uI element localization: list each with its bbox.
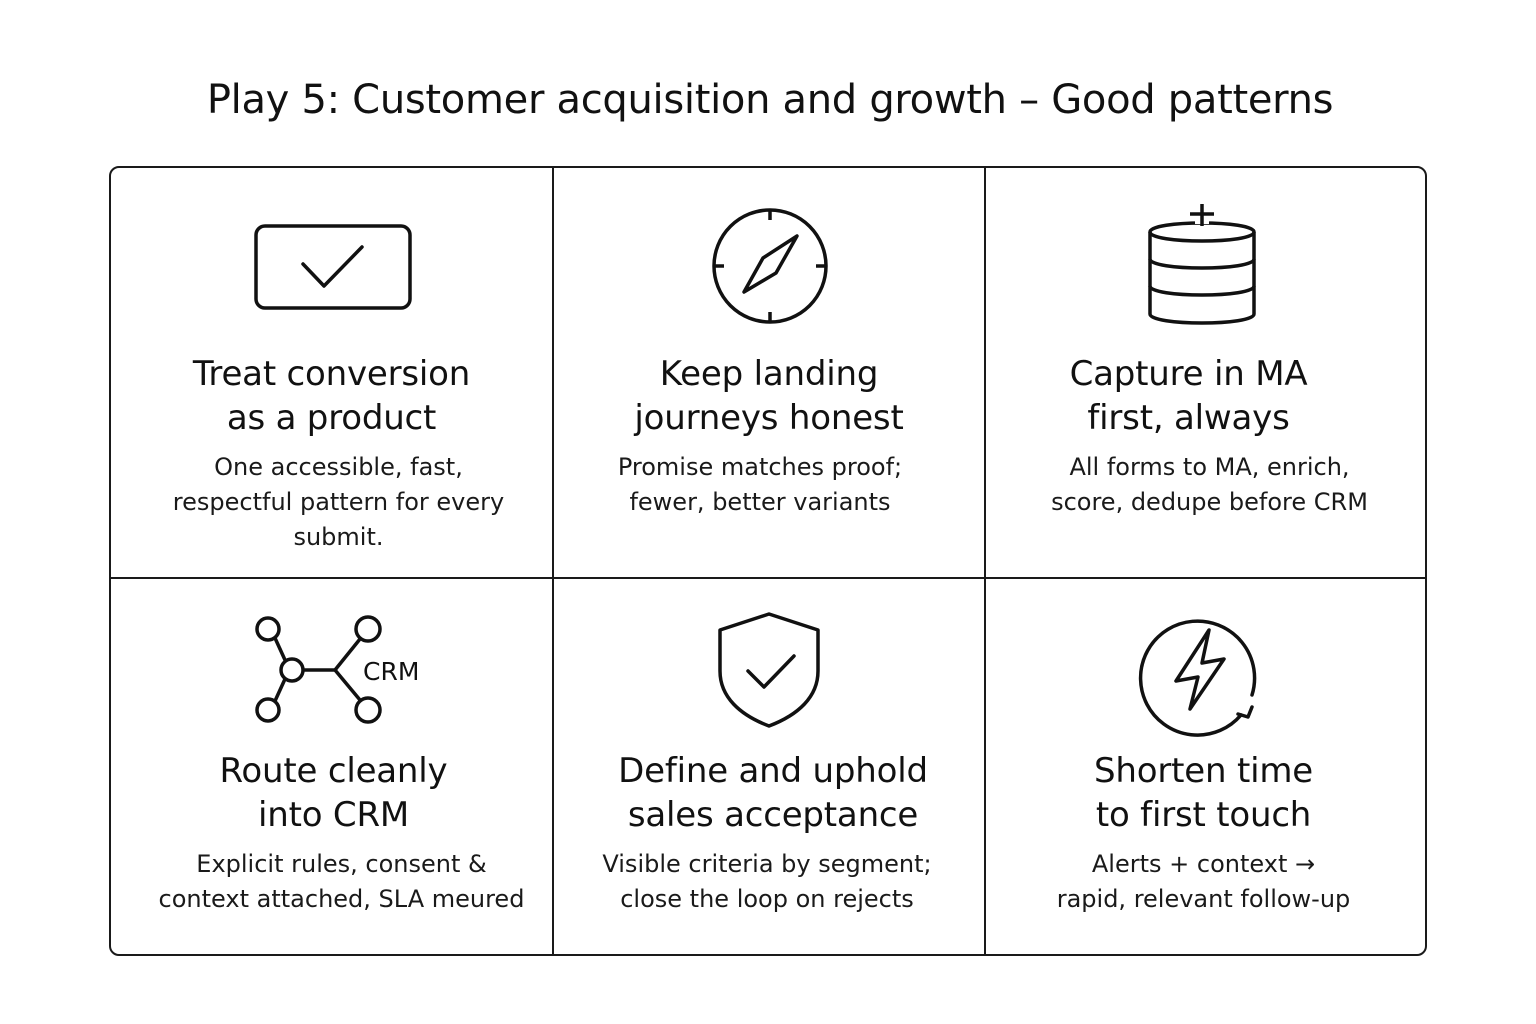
card-title: Route cleanly into CRM: [219, 751, 448, 835]
card-description: All forms to MA, enrich, score, dedupe b…: [1051, 453, 1368, 516]
page-title: Play 5: Customer acquisition and growth …: [206, 77, 1334, 123]
shield-check-icon: [716, 611, 822, 729]
column-divider: [552, 168, 554, 954]
column-divider: [984, 168, 986, 954]
card-landing-journeys: Keep landing journeys honest Promise mat…: [554, 168, 984, 577]
card-title: Shorten time to first touch: [1094, 751, 1313, 835]
compass-icon: [710, 208, 830, 328]
monitor-check-icon: [254, 224, 412, 310]
card-description: Explicit rules, consent & context attach…: [158, 850, 525, 913]
card-route-crm: CRM Route cleanly into CRM Explicit rule…: [111, 579, 552, 954]
card-title: Define and uphold sales acceptance: [618, 751, 928, 835]
card-description: One accessible, fast, respectful pattern…: [172, 453, 505, 551]
card-first-touch: Shorten time to first touch Alerts + con…: [986, 579, 1425, 954]
lightning-cycle-icon: [1138, 611, 1266, 737]
card-description: Promise matches proof; fewer, better var…: [617, 453, 903, 516]
row-divider: [111, 577, 1425, 579]
card-title: Keep landing journeys honest: [634, 354, 904, 438]
patterns-grid: Treat conversion as a product One access…: [109, 166, 1427, 956]
card-sales-acceptance: Define and uphold sales acceptance Visib…: [554, 579, 984, 954]
card-description: Alerts + context → rapid, relevant follo…: [1056, 850, 1351, 913]
card-title: Capture in MA first, always: [1069, 354, 1308, 438]
database-plus-icon: [1146, 202, 1258, 332]
card-title: Treat conversion as a product: [192, 354, 471, 438]
card-capture-ma: Capture in MA first, always All forms to…: [986, 168, 1425, 577]
network-crm-icon: CRM: [253, 613, 433, 724]
card-treat-conversion: Treat conversion as a product One access…: [111, 168, 552, 577]
card-description: Visible criteria by segment; close the l…: [602, 850, 932, 913]
crm-label: CRM: [363, 657, 419, 686]
